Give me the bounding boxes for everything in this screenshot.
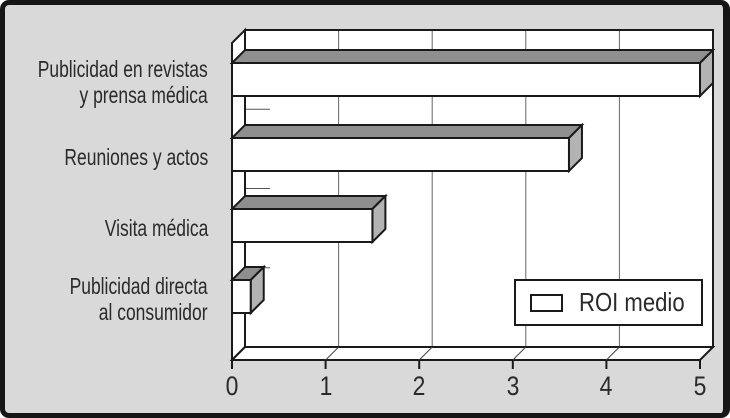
bar-front-face — [231, 208, 374, 243]
legend: ROI medio — [514, 279, 703, 326]
bar-top-face — [229, 195, 388, 210]
x-tick-label: 4 — [600, 371, 613, 401]
x-tick-label: 1 — [319, 371, 332, 401]
chart-plot-area — [229, 27, 716, 369]
floor-tick-connector — [512, 346, 527, 361]
x-tick-label: 0 — [225, 371, 239, 401]
floor-tick-connector — [325, 346, 339, 361]
bar-top-face — [229, 49, 716, 64]
bar-front-face — [231, 137, 570, 172]
x-tick-label: 2 — [412, 371, 426, 401]
floor-tick-connector — [606, 346, 620, 361]
legend-label: ROI medio — [579, 287, 685, 317]
plot-floor — [229, 346, 716, 361]
x-tick-label: 5 — [693, 371, 707, 401]
floor-tick-connector — [418, 346, 433, 361]
bar-front-face — [231, 62, 701, 97]
bar-top-face — [229, 124, 585, 139]
x-tick-label: 3 — [506, 371, 520, 401]
bar-front-face — [231, 279, 252, 314]
legend-swatch-roi-medio — [530, 293, 563, 312]
